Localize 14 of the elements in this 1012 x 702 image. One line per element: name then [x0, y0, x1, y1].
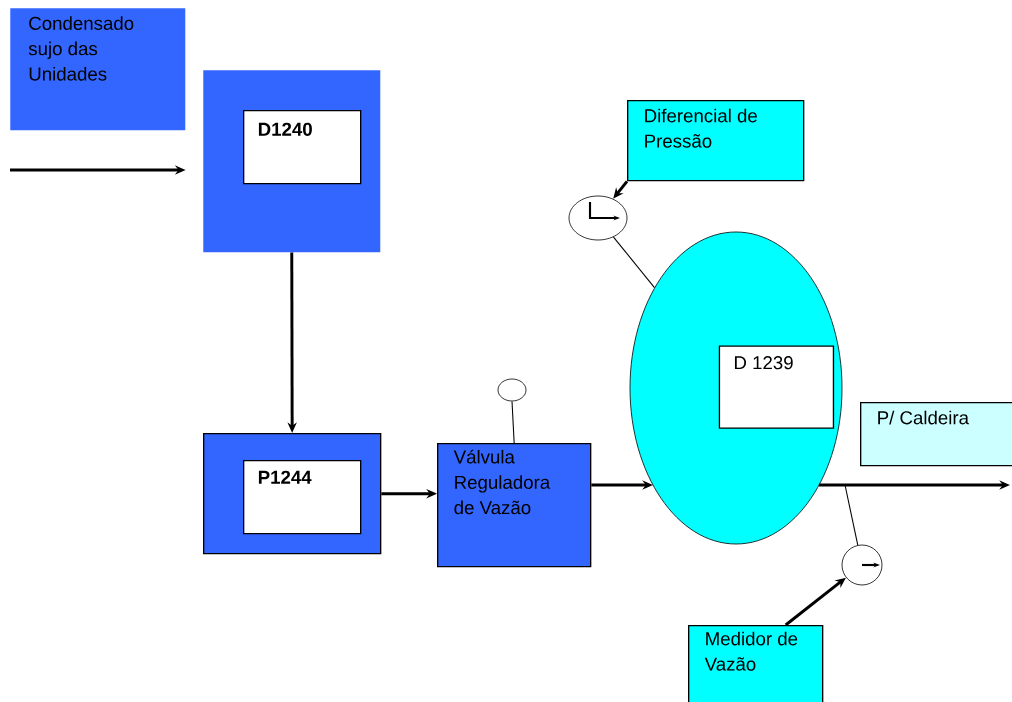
tag-box: D1240 [243, 110, 362, 185]
signal-line [612, 236, 655, 289]
tag-box: D 1239 [718, 345, 835, 429]
stem-line [511, 400, 515, 444]
indicator-circle [497, 378, 527, 402]
callout-box: Medidor de Vazão [688, 625, 824, 702]
pressure-gauge [568, 195, 628, 241]
flow-meter [841, 544, 883, 586]
callout-box: Diferencial de Pressão [627, 100, 805, 182]
destination-box: P/ Caldeira [860, 402, 1012, 467]
signal-line [844, 484, 859, 546]
valve-box: Válvula Reguladora de Vazão [437, 443, 592, 568]
source-box: Condensado sujo das Unidades [10, 8, 186, 131]
tag-box: P1244 [243, 460, 362, 535]
